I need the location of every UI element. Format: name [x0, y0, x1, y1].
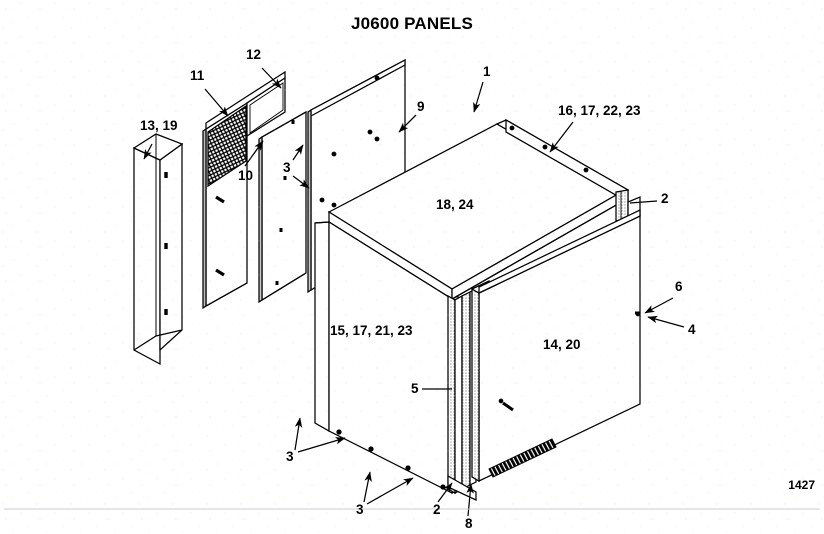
part-inner-partition-panel: [258, 110, 307, 304]
callout-11: 11: [190, 68, 205, 83]
callout-2-bottom: 2: [433, 502, 441, 517]
callout-3-lower-right: 3: [356, 502, 364, 517]
callout-3-upper: 3: [283, 160, 291, 175]
callout-3-lower-left: 3: [286, 449, 294, 464]
callout-18-24: 18, 24: [436, 197, 474, 212]
callout-10: 10: [238, 168, 254, 183]
leader-lines: [143, 67, 685, 517]
callout-4: 4: [688, 322, 696, 337]
part-front-access-door: [470, 209, 641, 483]
part-left-side-panel: [314, 220, 459, 495]
part-left-corner-trim: [132, 133, 184, 366]
callout-15-17-21-23: 15, 17, 21, 23: [330, 323, 413, 338]
figure-code: 1427: [788, 478, 815, 492]
callout-8: 8: [465, 516, 473, 531]
callout-6: 6: [675, 279, 683, 294]
callout-5: 5: [411, 381, 419, 396]
callout-14-20: 14, 20: [543, 337, 581, 352]
callout-13-19: 13, 19: [140, 118, 178, 133]
callout-16-17-22-23: 16, 17, 22, 23: [558, 103, 641, 118]
callout-12: 12: [246, 47, 262, 62]
callout-1: 1: [483, 64, 491, 79]
callout-9: 9: [417, 99, 425, 114]
part-screen-filter-panel: [202, 70, 286, 310]
page-title: J0600 PANELS: [350, 14, 474, 33]
part-side-panel-stud: [635, 311, 641, 317]
callout-2-top: 2: [661, 191, 669, 206]
